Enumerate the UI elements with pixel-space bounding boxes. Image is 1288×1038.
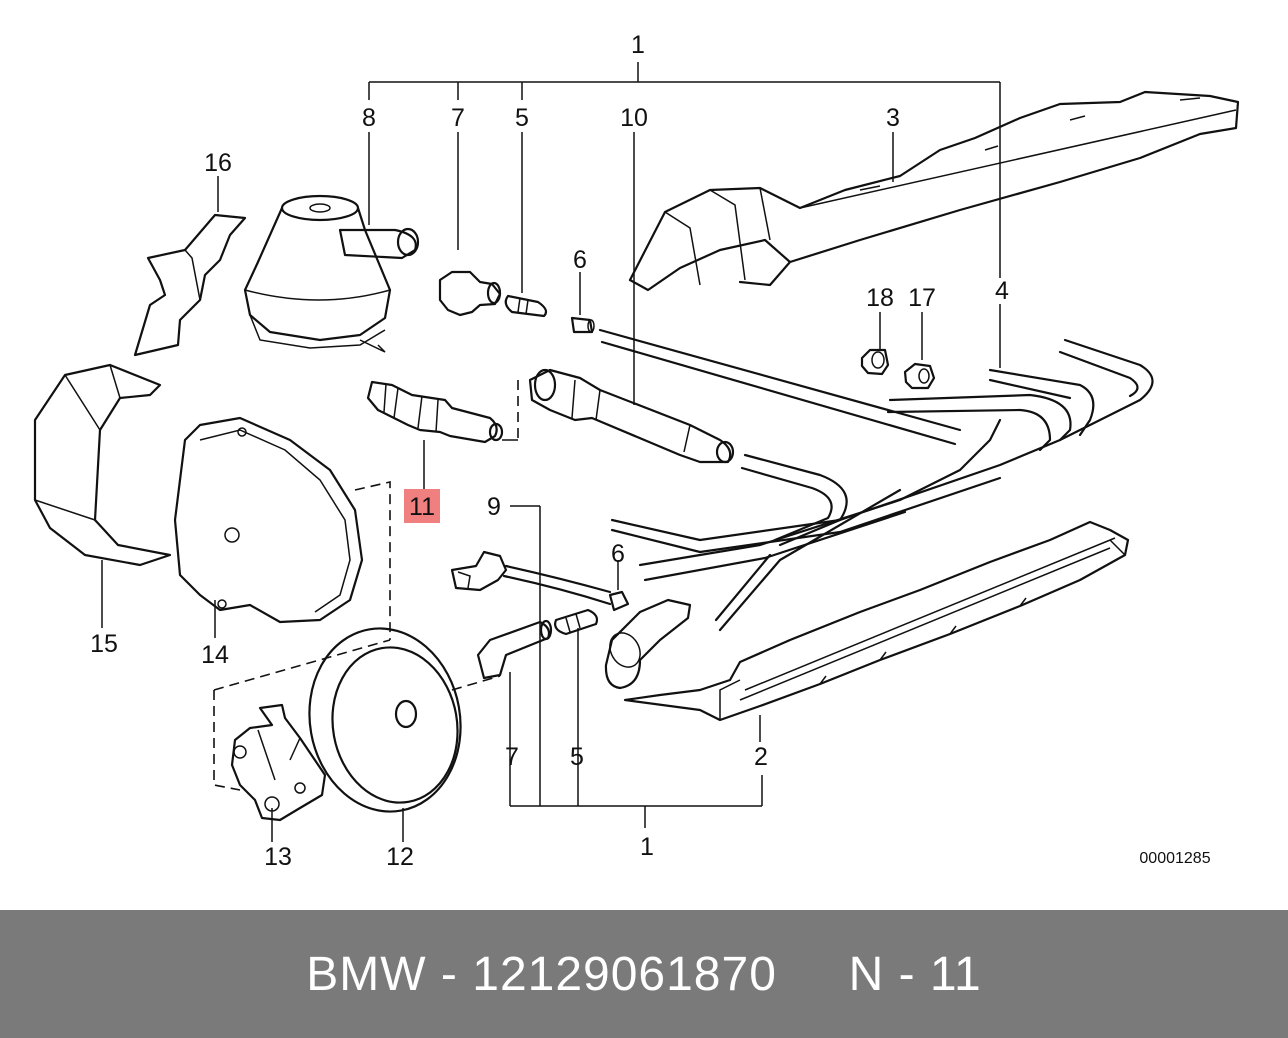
callout-1-bottom: 1 — [640, 833, 654, 861]
callout-11: 11 — [409, 493, 435, 521]
callout-6-mid: 6 — [611, 540, 625, 568]
callout-18: 18 — [866, 284, 894, 312]
callout-9: 9 — [487, 493, 501, 521]
callout-7-bottom: 7 — [505, 743, 519, 771]
sensor-lead — [450, 550, 612, 606]
callout-1-top: 1 — [631, 31, 645, 59]
callout-8: 8 — [362, 104, 376, 132]
callout-14: 14 — [201, 641, 229, 669]
sleeve-top — [504, 294, 548, 318]
part-number-banner: BMW - 12129061870 N - 11 — [0, 910, 1288, 1038]
wire-loom-tray-lower — [623, 520, 1130, 722]
cover-shield — [33, 363, 172, 567]
rubber-cap-17 — [903, 362, 936, 390]
housing-cover — [173, 416, 391, 691]
callout-4: 4 — [995, 277, 1009, 305]
diagram-canvas: 1 8 7 5 10 3 16 6 4 18 17 11 9 6 15 14 7… — [33, 31, 1240, 871]
callout-5-bottom: 5 — [570, 743, 584, 771]
spark-plug-connector — [502, 368, 735, 464]
leader-lines — [101, 132, 1001, 842]
callout-13: 13 — [264, 843, 292, 871]
callout-16: 16 — [204, 149, 232, 177]
bottom-group-bracket — [509, 505, 763, 828]
parts-diagram: 1 8 7 5 10 3 16 6 4 18 17 11 9 6 15 14 7… — [33, 31, 1240, 871]
callout-3: 3 — [886, 104, 900, 132]
distributor-cap — [243, 194, 420, 353]
highlight-box — [404, 489, 440, 523]
callout-2: 2 — [754, 743, 768, 771]
angled-connector-top — [438, 270, 502, 317]
callouts: 1 8 7 5 10 3 16 6 4 18 17 11 9 6 15 14 7… — [90, 31, 1211, 871]
bushing-top — [570, 316, 595, 334]
pulley — [308, 627, 501, 813]
callout-12: 12 — [386, 843, 414, 871]
callout-7-top: 7 — [451, 104, 465, 132]
diagram-reference-number: 00001285 — [1139, 850, 1210, 867]
bushing-mid — [608, 590, 630, 612]
spark-plug — [366, 380, 504, 444]
part-number-caption: BMW - 12129061870 N - 11 — [306, 947, 982, 1001]
callout-6-top: 6 — [573, 246, 587, 274]
sleeve-bottom — [554, 608, 599, 636]
rotor-bracket — [213, 690, 327, 822]
wire-loom-cover-upper — [628, 90, 1240, 292]
angled-connector-bottom — [476, 619, 553, 680]
bracket-16 — [133, 213, 247, 357]
top-group-bracket — [368, 62, 1001, 278]
callout-10: 10 — [620, 104, 648, 132]
callout-17: 17 — [908, 284, 936, 312]
plug-boot-lower — [604, 598, 692, 690]
rubber-cap-18 — [860, 348, 890, 376]
callout-5-top: 5 — [515, 104, 529, 132]
callout-15: 15 — [90, 630, 118, 658]
ignition-leads — [598, 328, 1154, 632]
